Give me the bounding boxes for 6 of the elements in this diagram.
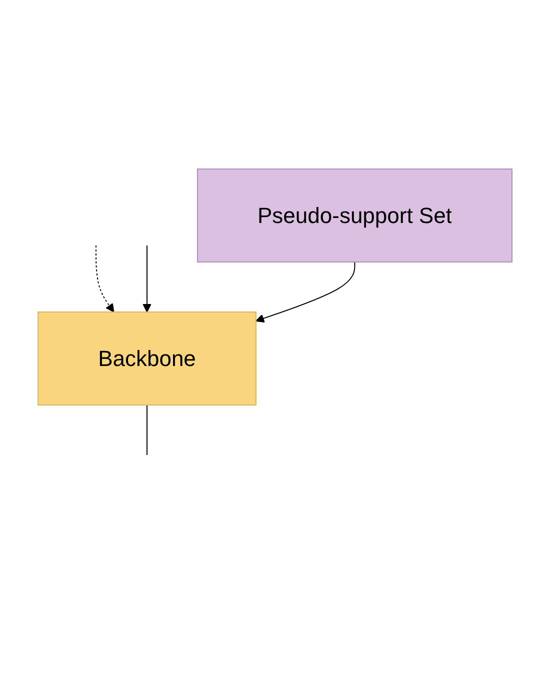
connector [146, 404, 148, 456]
arrow [96, 245, 114, 312]
node-box: Backbone [38, 312, 256, 406]
arrow [256, 262, 356, 323]
node-box: Pseudo-support Set [197, 168, 512, 262]
arrow [142, 245, 152, 312]
